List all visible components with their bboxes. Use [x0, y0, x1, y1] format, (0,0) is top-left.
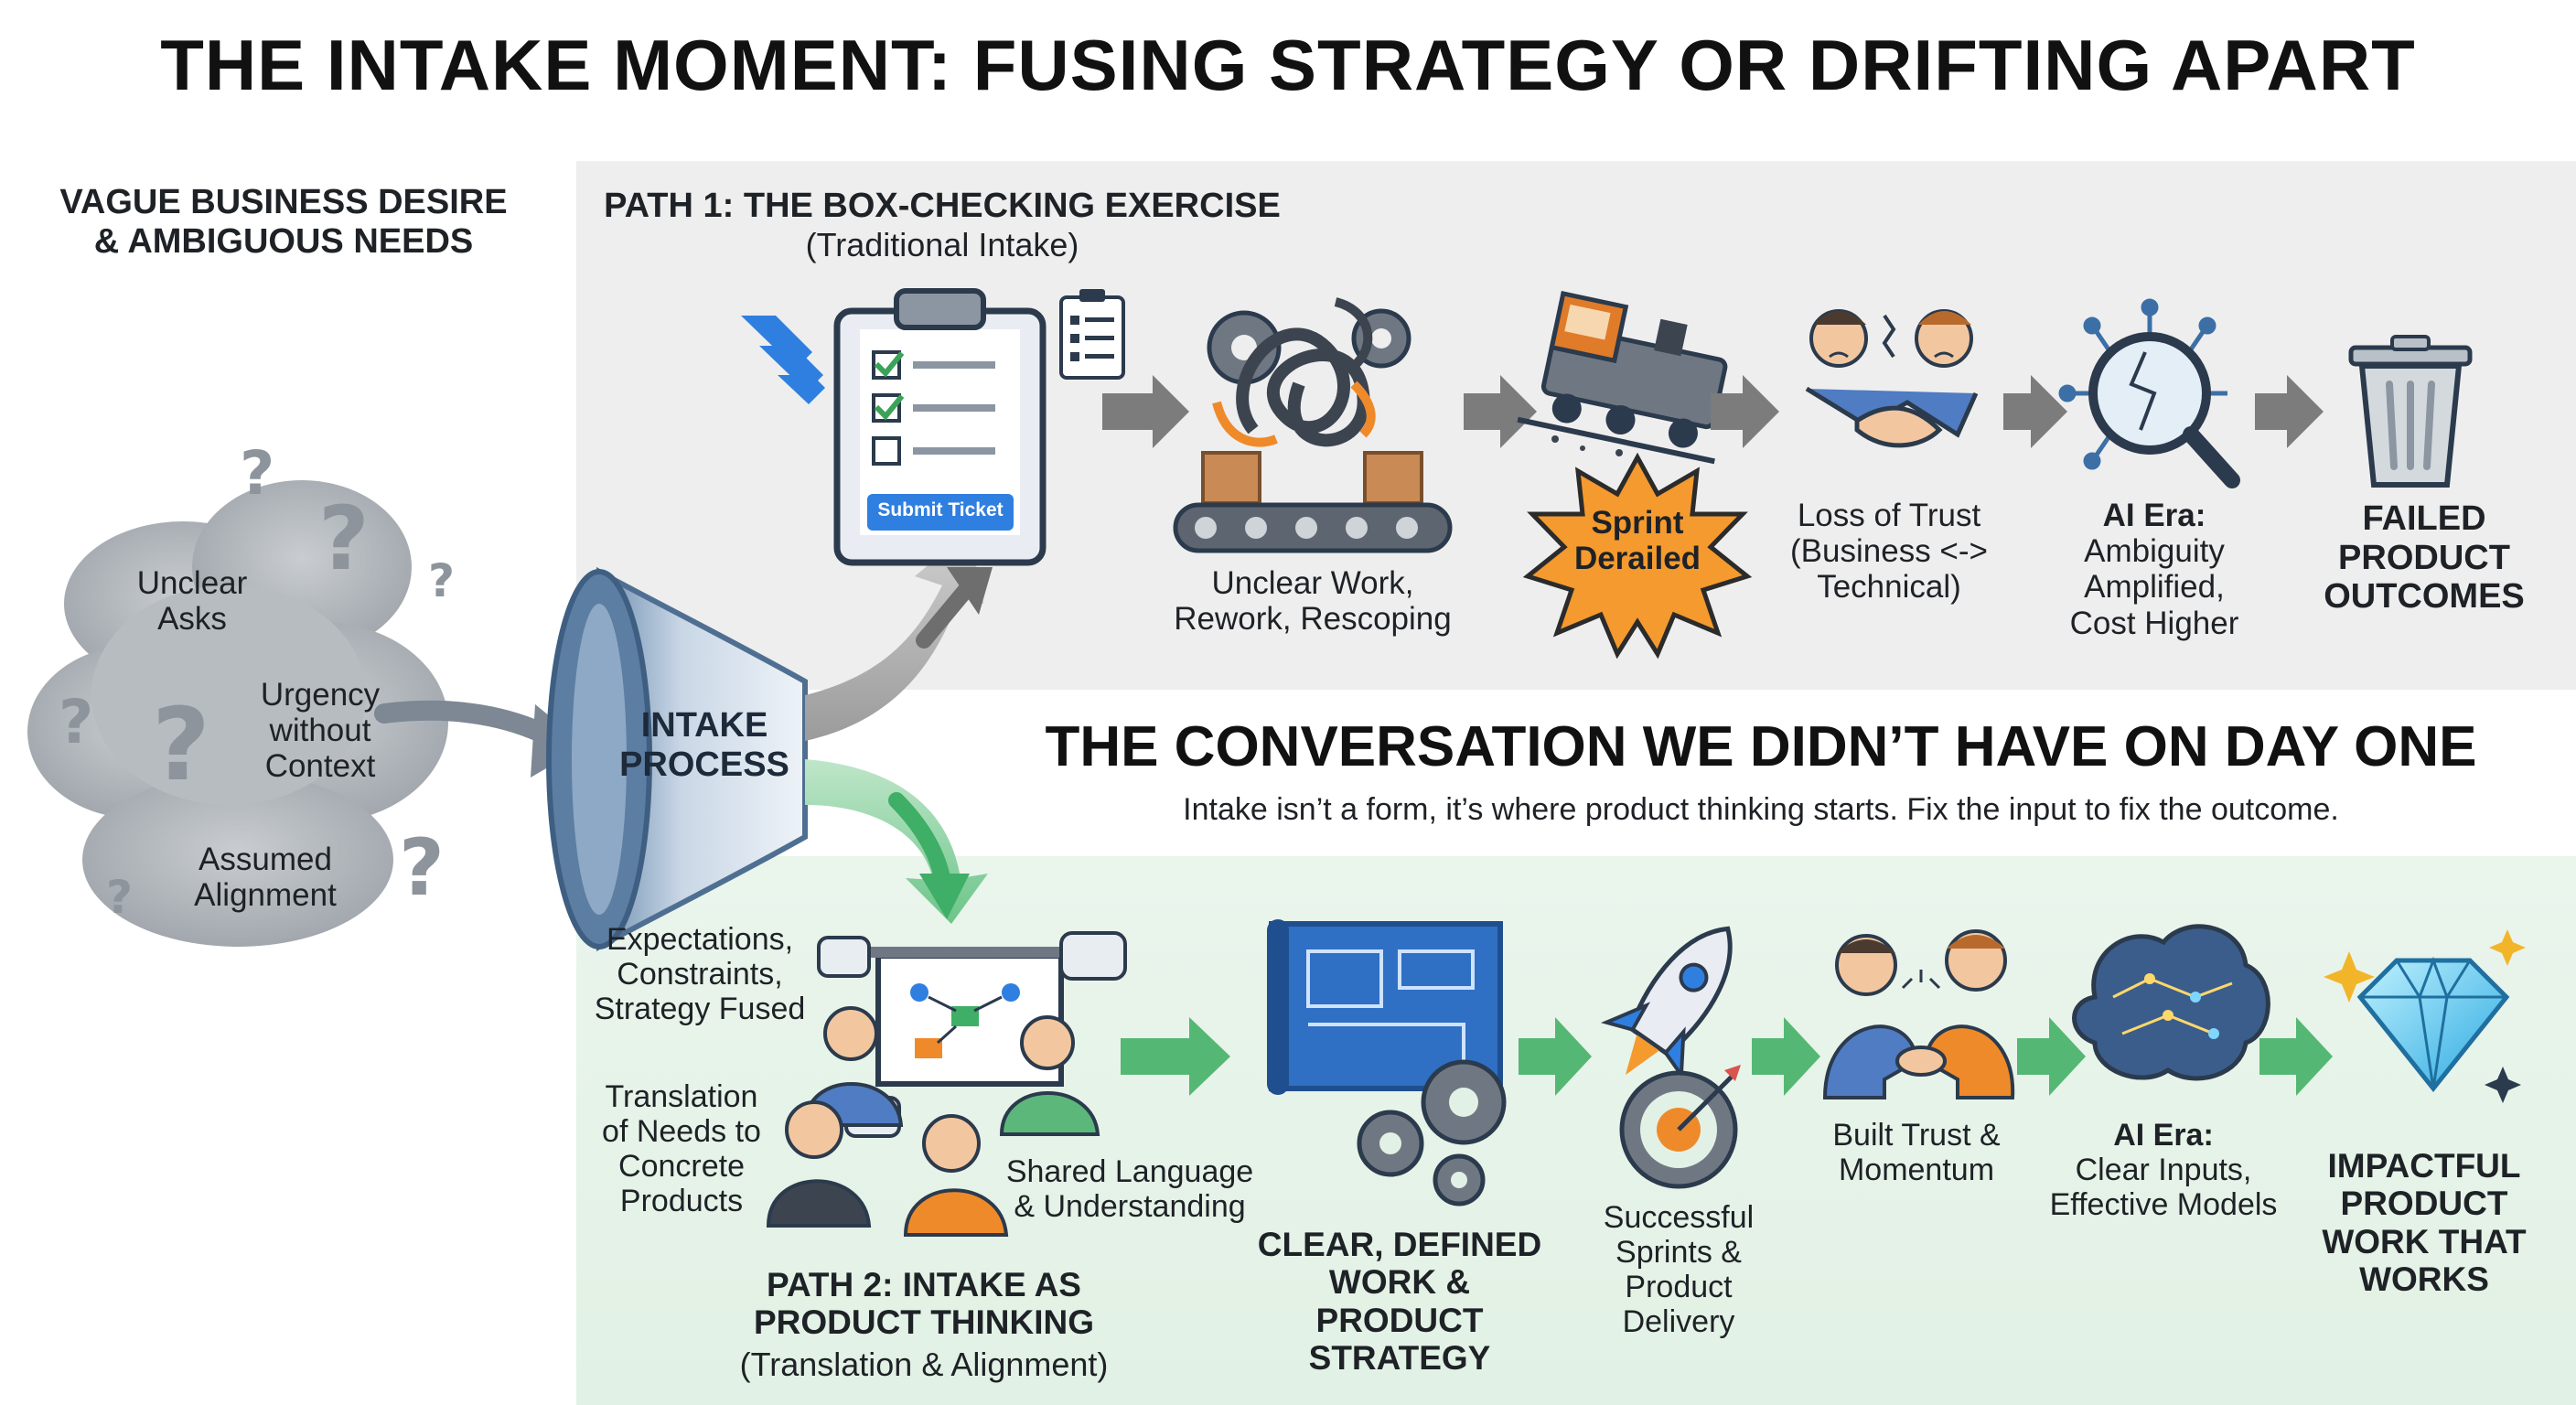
people-icon: [766, 1006, 1100, 1237]
path2-step-ai-era: AI Era: Clear Inputs,Effective Models: [2049, 1118, 2278, 1223]
path1-title: PATH 1: THE BOX-CHECKING EXERCISE: [604, 187, 1281, 225]
path2-subtitle: (Translation & Alignment): [739, 1346, 1109, 1383]
debris: [1551, 435, 1623, 456]
svg-text:?: ?: [106, 871, 133, 924]
submit-ticket-button: Submit Ticket: [877, 499, 1004, 520]
handshake-icon: [1805, 309, 1979, 448]
conversation-headline: THE CONVERSATION WE DIDN’T HAVE ON DAY O…: [1045, 715, 2477, 778]
train-icon: [1517, 290, 1728, 465]
gears-icon: [1357, 1059, 1507, 1207]
page-title: THE INTAKE MOMENT: FUSING STRATEGY OR DR…: [160, 25, 2416, 105]
gears-icon: [1207, 297, 1411, 447]
arrow-green: [1752, 1017, 1820, 1096]
svg-text:?: ?: [240, 438, 274, 509]
trash-can-icon: [2348, 335, 2473, 488]
rocket-icon: [1600, 926, 1733, 1080]
conversation-subline: Intake isn’t a form, it’s where product …: [1183, 792, 2339, 827]
arrow-gray: [1711, 375, 1779, 448]
question-mark-icon: ? ? ? ? ? ? ?: [59, 438, 455, 924]
arrow-gray: [1102, 375, 1189, 448]
workshop-label-shared-language: Shared Language& Understanding: [1005, 1154, 1254, 1225]
people-handshake-icon: [1822, 929, 2015, 1099]
checklist-icon: [1059, 289, 1125, 380]
diamond-icon: [2324, 929, 2526, 1103]
ai-brain-icon: [2072, 924, 2270, 1081]
arrow-green: [2017, 1017, 2086, 1096]
gray-flow: [805, 531, 983, 741]
storm-cloud: [27, 480, 448, 947]
arrow-gray: [2003, 375, 2067, 448]
megaphone-funnel-icon: [546, 566, 808, 952]
svg-text:?: ?: [428, 554, 455, 607]
starburst-icon: [1522, 452, 1753, 660]
svg-text:?: ?: [318, 488, 370, 590]
magnifier-icon: [2088, 332, 2240, 488]
path1-subtitle: (Traditional Intake): [805, 226, 1079, 263]
workshop-label-expectations: Expectations,Constraints,Strategy Fused: [594, 922, 806, 1027]
arrow-green: [1519, 1017, 1592, 1096]
conveyor-icon: [1173, 451, 1453, 553]
clipboard-icon: [833, 288, 1046, 566]
svg-text:?: ?: [399, 822, 445, 914]
arrow-gray: [2255, 375, 2324, 448]
target-icon: [1619, 1065, 1741, 1189]
arrow-green: [2259, 1017, 2333, 1096]
svg-text:?: ?: [152, 686, 210, 803]
arrow-gray: [1464, 375, 1537, 448]
jira-logo-icon: [741, 316, 825, 404]
source-heading: VAGUE BUSINESS DESIRE & AMBIGUOUS NEEDS: [59, 183, 508, 261]
path2-step-built-trust: Built Trust &Momentum: [1832, 1118, 2001, 1188]
svg-text:?: ?: [59, 687, 93, 757]
path1-step-unclear-work: Unclear Work,Rework, Rescoping: [1174, 565, 1452, 638]
arrow-green: [1121, 1017, 1230, 1096]
green-flow: [805, 759, 988, 924]
path1-step-loss-of-trust: Loss of Trust(Business <->Technical): [1790, 498, 1988, 606]
